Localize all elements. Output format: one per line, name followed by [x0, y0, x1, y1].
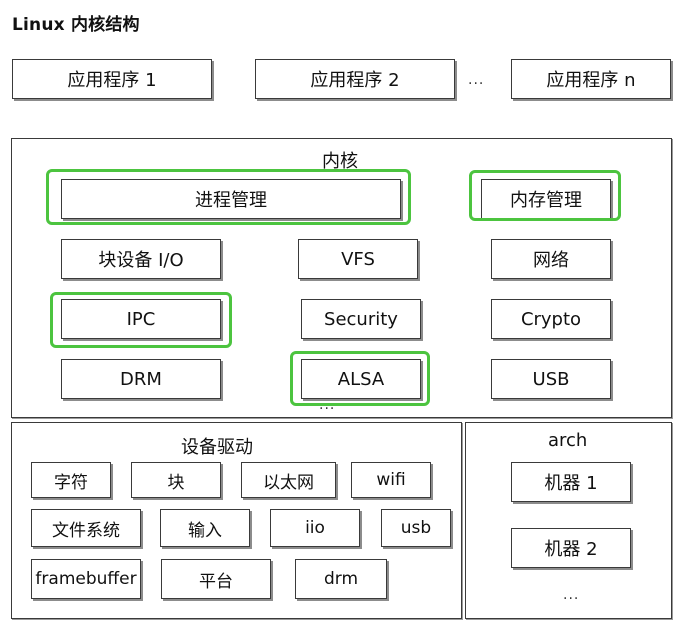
memory-management-highlight: [469, 170, 621, 221]
device-drivers-label: 设备驱动: [181, 437, 253, 458]
input-driver-box: 输入: [160, 509, 250, 547]
usb-box: USB: [491, 359, 611, 399]
apps-ellipsis: ···: [468, 76, 485, 92]
arch-frame: [465, 422, 672, 619]
machine-2-box: 机器 2: [511, 528, 631, 568]
drm-driver-box: drm: [295, 559, 387, 599]
app-2-box: 应用程序 2: [255, 59, 455, 99]
vfs-box: VFS: [298, 239, 418, 279]
diagram-title: Linux 内核结构: [12, 15, 140, 35]
framebuffer-driver-box: framebuffer: [31, 559, 141, 599]
alsa-highlight: [290, 351, 430, 406]
ethernet-driver-box: 以太网: [241, 462, 336, 498]
alsa-box: ALSA: [301, 359, 421, 399]
wifi-driver-box: wifi: [351, 462, 431, 498]
usb-driver-box: usb: [381, 509, 451, 547]
memory-management-box: 内存管理: [481, 179, 611, 219]
platform-driver-box: 平台: [161, 559, 271, 599]
process-management-box: 进程管理: [61, 179, 401, 219]
kernel-ellipsis: ···: [319, 401, 336, 417]
filesystem-driver-box: 文件系统: [31, 509, 141, 547]
block-io-box: 块设备 I/O: [61, 239, 221, 279]
process-management-highlight: [46, 169, 411, 225]
app-1-box: 应用程序 1: [12, 59, 212, 99]
app-n-box: 应用程序 n: [511, 59, 671, 99]
ipc-highlight: [50, 292, 232, 348]
machine-1-box: 机器 1: [511, 462, 631, 502]
arch-ellipsis: ···: [563, 591, 580, 607]
drm-box: DRM: [61, 359, 221, 399]
crypto-box: Crypto: [491, 299, 611, 339]
kernel-label: 内核: [322, 151, 358, 172]
iio-driver-box: iio: [270, 509, 360, 547]
char-driver-box: 字符: [31, 462, 111, 498]
block-driver-box: 块: [131, 462, 221, 498]
network-box: 网络: [491, 239, 611, 279]
ipc-box: IPC: [61, 299, 221, 339]
security-box: Security: [301, 299, 421, 339]
arch-label: arch: [548, 430, 588, 451]
